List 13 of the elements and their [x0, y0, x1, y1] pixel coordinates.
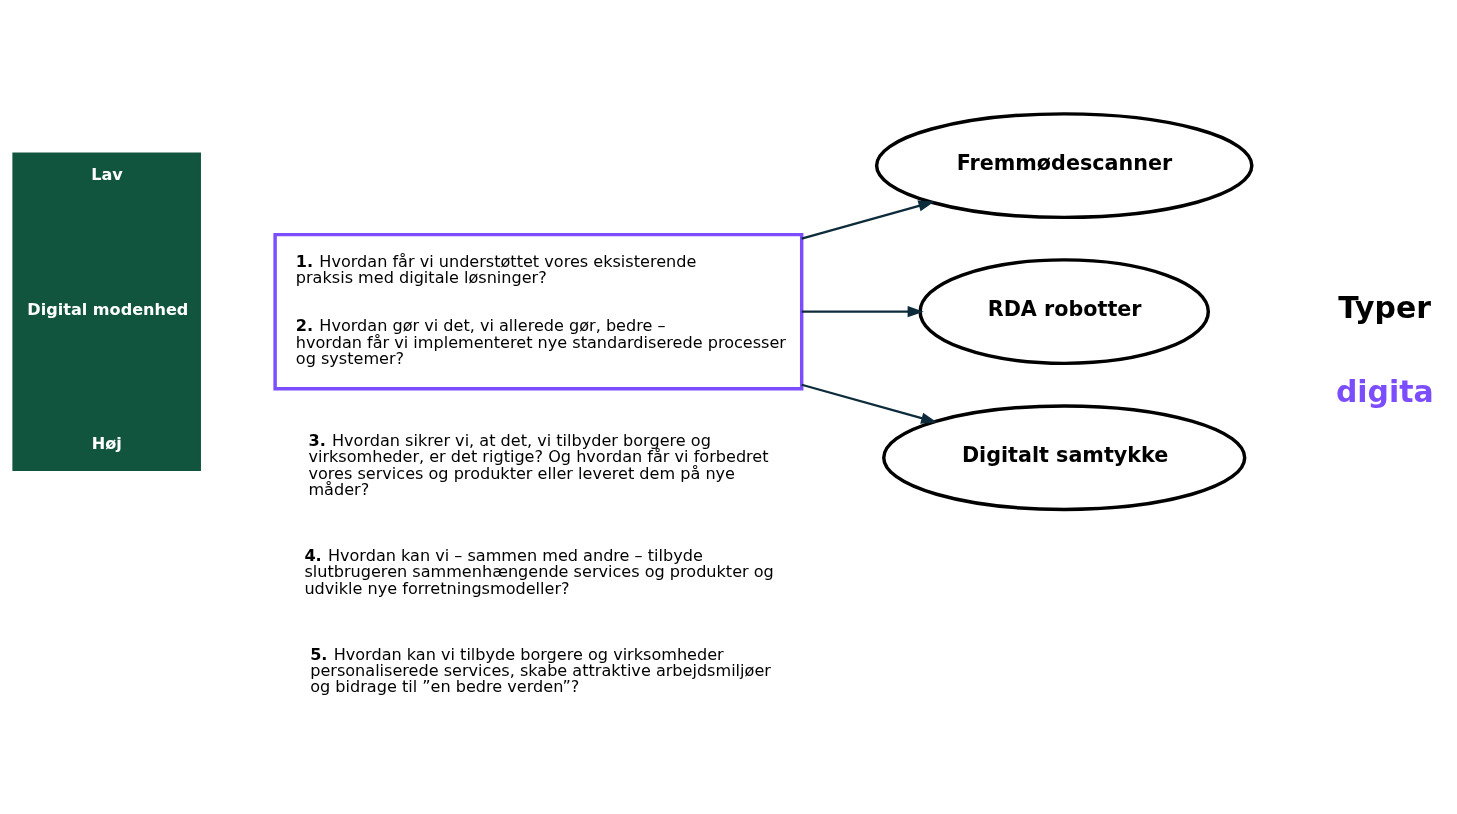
node-ellipse: RDA robotter [918, 257, 1211, 365]
arrow [801, 199, 935, 240]
node-box: 1. Hvordan får vi understøttet vores eksisterende praksis med digitale løsninger? 2. Hvordan gør vi det, vi allerede gør, bedre – hvordan får vi implementeret nye standardiserede processer og systemer? [273, 232, 804, 390]
label: 4. Hvordan kan vi – sammen med andre – tilbyde slutbrugeren sammenhængende services og produkter og udvikle nye forretningsmodeller? [304, 545, 774, 598]
label: Typer [1338, 289, 1431, 325]
label: digita [1335, 373, 1434, 409]
node-ellipse: Digitalt samtykke [882, 403, 1247, 511]
arrow [801, 383, 938, 424]
label: 5. Hvordan kan vi tilbyde borgere og virksomheder personaliserede services, skabe attraktive arbejdsmiljøer og bidrage til ”en bedre verden”? [310, 644, 771, 696]
label: 3. Hvordan sikrer vi, at det, vi tilbyder borgere og virksomheder, er det rigtige? Og hvordan får vi forbedret vores services og produkter eller leveret dem på nye måder? [308, 430, 769, 499]
node-box: Lav Digital modenhed Høj [12, 151, 201, 471]
arrow [801, 305, 924, 317]
node-ellipse: Fremmødescanner [874, 111, 1254, 219]
